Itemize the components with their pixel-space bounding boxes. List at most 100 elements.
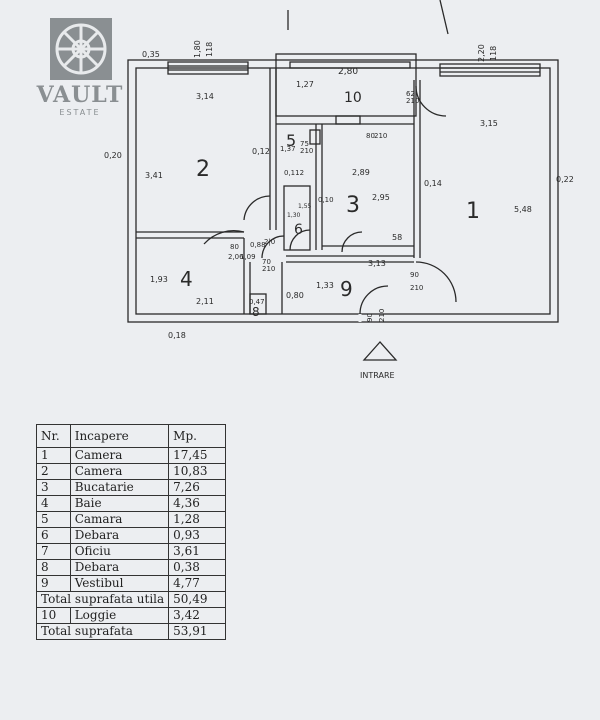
door-dim: 90: [366, 313, 374, 322]
logo-sub: ESTATE: [59, 108, 101, 117]
dim-label: 0,35: [142, 50, 160, 59]
dim-label: 1,55: [298, 203, 312, 210]
cell-room: Vestibul: [69, 575, 170, 592]
logo-mark: [50, 18, 112, 80]
door-dim: 210: [374, 132, 387, 140]
cell-room: Bucatarie: [69, 479, 170, 496]
cell-area: 3,42: [168, 607, 227, 624]
room-label-5: 5: [286, 131, 296, 150]
header-area: Mp.: [168, 424, 227, 448]
total-value: 53,91: [168, 623, 227, 640]
dim-label: 3,41: [145, 171, 163, 180]
cell-area: 3,61: [168, 543, 227, 560]
dim-label: 118: [205, 42, 214, 57]
dim-label: 0,10: [318, 196, 334, 204]
cell-area: 17,45: [168, 447, 227, 464]
dim-label: 0,88: [250, 241, 266, 249]
entrance-arrow: [362, 341, 398, 361]
dim-label: 1,93: [150, 275, 168, 284]
dim-label: 58: [392, 233, 402, 242]
cell-room: Baie: [69, 495, 170, 512]
floor-plan: 2 1 3 4 5 6 8 9 10 0,35 1,80 118 2,80 2,…: [104, 0, 574, 380]
cell-area: 0,38: [168, 559, 227, 576]
door-dim: 62: [406, 90, 415, 98]
window-room-2: [167, 61, 249, 75]
cell-nr: 3: [36, 479, 71, 496]
dim-label: 0,14: [424, 179, 442, 188]
dim-label: 0,20: [104, 151, 122, 160]
cell-room: Camera: [69, 447, 170, 464]
header-room: Incapere: [69, 424, 170, 448]
room-label-3: 3: [346, 193, 360, 218]
dim-label: 1,30: [287, 212, 301, 219]
dim-label: 1,09: [240, 253, 256, 261]
dim-label: 1,80: [193, 40, 202, 58]
cell-room: Camara: [69, 511, 170, 528]
cell-room: Loggie: [69, 607, 170, 624]
cell-area: 10,83: [168, 463, 227, 480]
dim-label: 2,95: [372, 193, 390, 202]
cell-nr: 6: [36, 527, 71, 544]
dim-label: 0,112: [284, 169, 304, 177]
door-dim: 210: [406, 97, 419, 105]
dim-label: 2,06: [228, 253, 244, 261]
dim-label: 1,27: [296, 80, 314, 89]
dim-label: 118: [489, 46, 498, 61]
door-dim: 210: [262, 265, 275, 273]
cell-area: 4,36: [168, 495, 227, 512]
room-label-10: 10: [344, 90, 362, 106]
vault-estate-logo: VAULT ESTATE: [30, 18, 130, 118]
cell-area: 4,77: [168, 575, 227, 592]
door-dim: 70: [262, 258, 271, 266]
room-label-9: 9: [340, 277, 353, 301]
dim-label: 3,15: [480, 119, 498, 128]
door-dim: 80: [366, 132, 375, 140]
cell-nr: 7: [36, 543, 71, 560]
door-dim: 210: [300, 147, 313, 155]
door-dim: 210: [378, 309, 386, 322]
logo-brand: VAULT: [36, 82, 124, 108]
dim-label: 5,48: [514, 205, 532, 214]
dim-label: 2,80: [338, 67, 358, 77]
total-label: Total suprafata: [35, 623, 170, 640]
cell-nr: 4: [36, 495, 71, 512]
door-dim: 75: [300, 140, 309, 148]
dim-label: 0,12: [252, 147, 270, 156]
dim-label: 1,33: [316, 281, 334, 290]
room-label-2: 2: [196, 157, 210, 182]
dim-label: 3,14: [196, 92, 214, 101]
room-label-8: 8: [252, 305, 260, 319]
dim-label: 0,22: [556, 175, 574, 184]
room-label-4: 4: [180, 267, 193, 291]
dim-label: 2,20: [477, 44, 486, 62]
cell-nr: 10: [36, 607, 71, 624]
door-dim: 2|0: [264, 238, 275, 246]
door-dim: 210: [410, 284, 423, 292]
cell-nr: 5: [36, 511, 71, 528]
total-util-label: Total suprafata utila: [35, 591, 170, 608]
room-label-6: 6: [294, 222, 303, 238]
outer-wall: [127, 59, 559, 323]
table-header-row: Nr. Incapere Mp.: [36, 424, 227, 448]
cell-area: 0,93: [168, 527, 227, 544]
cell-room: Camera: [69, 463, 170, 480]
header-nr: Nr.: [36, 424, 71, 448]
total-util-value: 50,49: [168, 591, 227, 608]
dim-label: 2,11: [196, 297, 214, 306]
cell-nr: 2: [36, 463, 71, 480]
dim-label: 2,89: [352, 168, 370, 177]
dim-label: 0,80: [286, 291, 304, 300]
dim-label: 0,18: [168, 331, 186, 340]
door-dim: 80: [230, 243, 239, 251]
room-label-1: 1: [466, 199, 480, 224]
